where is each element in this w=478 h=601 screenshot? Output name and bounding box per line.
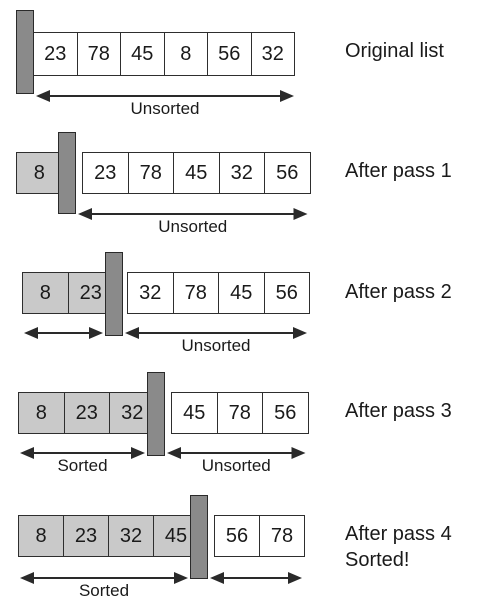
span-label: Unsorted xyxy=(201,456,271,475)
arrowhead-left-icon xyxy=(36,90,50,102)
span-label: Sorted xyxy=(78,581,130,600)
unsorted-cell: 45 xyxy=(218,272,265,314)
unsorted-cell: 32 xyxy=(218,152,265,194)
unsorted-cell: 78 xyxy=(172,272,219,314)
sorted-boundary-marker xyxy=(147,372,165,456)
arrowhead-left-icon xyxy=(210,572,224,584)
unsorted-cell: 23 xyxy=(82,152,129,194)
unsorted-cell: 45 xyxy=(171,392,218,434)
arrowhead-right-icon xyxy=(280,90,294,102)
pass-label: Sorted! xyxy=(345,549,410,571)
span-label: Unsorted xyxy=(130,99,200,118)
unsorted-cell: 78 xyxy=(127,152,174,194)
sorted-cell: 23 xyxy=(63,392,110,434)
arrowhead-left-icon xyxy=(167,447,181,459)
unsorted-cell: 56 xyxy=(264,152,311,194)
unsorted-cell: 32 xyxy=(127,272,174,314)
arrowhead-left-icon xyxy=(78,208,92,220)
unsorted-cell: 78 xyxy=(76,32,121,76)
unsorted-cell: 32 xyxy=(250,32,295,76)
unsorted-cell: 78 xyxy=(216,392,263,434)
unsorted-cell: 56 xyxy=(214,515,260,557)
arrowhead-right-icon xyxy=(288,572,302,584)
arrowhead-left-icon xyxy=(24,327,38,339)
pass-label: After pass 4 xyxy=(345,523,452,545)
unsorted-cell: 8 xyxy=(163,32,208,76)
arrowhead-right-icon xyxy=(131,447,145,459)
arrowhead-right-icon xyxy=(89,327,103,339)
arrowhead-left-icon xyxy=(125,327,139,339)
unsorted-cell: 45 xyxy=(120,32,165,76)
pass-label: After pass 2 xyxy=(345,281,452,303)
arrowhead-left-icon xyxy=(20,572,34,584)
arrowhead-right-icon xyxy=(293,327,307,339)
unsorted-cell: 56 xyxy=(263,272,310,314)
arrowhead-right-icon xyxy=(174,572,188,584)
arrowhead-left-icon xyxy=(20,447,34,459)
sorted-boundary-marker xyxy=(105,252,123,336)
sorted-cell: 8 xyxy=(18,515,64,557)
unsorted-cell: 78 xyxy=(259,515,305,557)
sorted-cell: 8 xyxy=(22,272,69,314)
pass-label: After pass 1 xyxy=(345,160,452,182)
span-label: Unsorted xyxy=(158,217,228,236)
pass-label: Original list xyxy=(345,40,444,62)
unsorted-cell: 56 xyxy=(262,392,309,434)
unsorted-cell: 56 xyxy=(207,32,252,76)
span-label: Unsorted xyxy=(181,336,251,355)
sorted-boundary-marker xyxy=(190,495,208,579)
span-label: Sorted xyxy=(57,456,108,475)
unsorted-cell: 45 xyxy=(173,152,220,194)
unsorted-cell: 23 xyxy=(33,32,78,76)
sorted-cell: 8 xyxy=(16,152,63,194)
sorted-cell: 32 xyxy=(108,515,154,557)
sorted-cell: 8 xyxy=(18,392,65,434)
sorted-boundary-marker xyxy=(16,10,34,94)
arrowhead-right-icon xyxy=(293,208,308,220)
arrowhead-right-icon xyxy=(291,447,306,459)
sorted-cell: 23 xyxy=(63,515,109,557)
sorted-boundary-marker xyxy=(58,132,76,214)
pass-label: After pass 3 xyxy=(345,400,452,422)
